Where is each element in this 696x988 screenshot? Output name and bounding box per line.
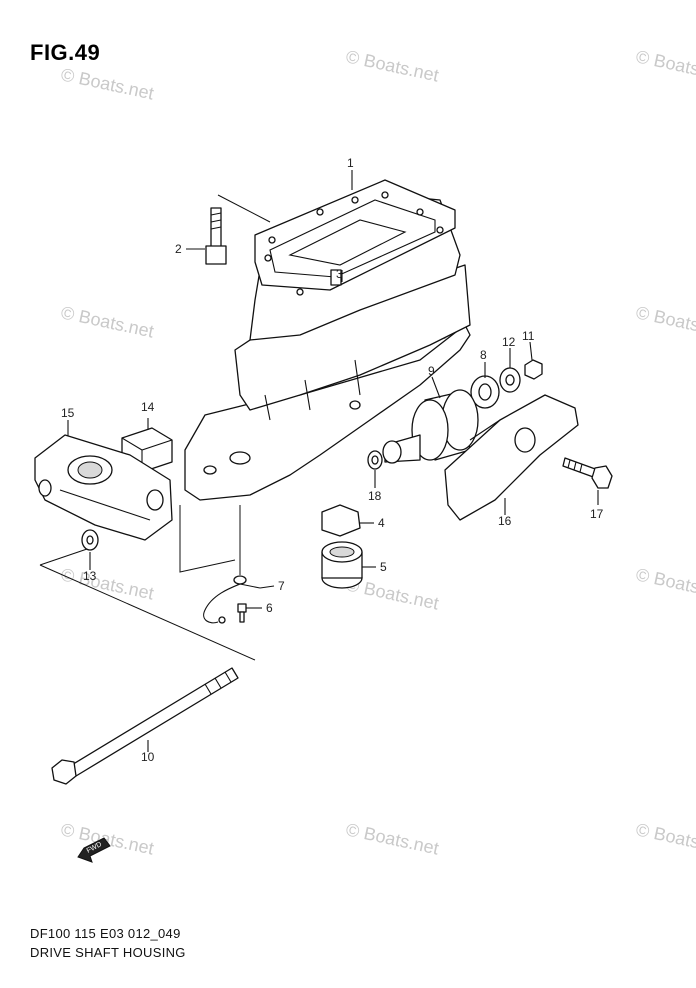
callout-17: 17 [590, 507, 604, 521]
leader-lines [67, 170, 599, 752]
callout-4: 4 [378, 516, 385, 530]
watermark-text: © Boats.net [59, 819, 155, 858]
mount-rubber-part-9 [382, 389, 479, 464]
watermark-text: © Boats.net [634, 819, 696, 858]
callout-13: 13 [83, 569, 97, 583]
callout-15: 15 [61, 406, 75, 420]
watermark-text: © Boats.net [344, 46, 440, 85]
washer-part-13 [81, 529, 99, 551]
dowel-pin-part-3 [330, 269, 342, 286]
callout-10: 10 [141, 750, 155, 764]
watermark-text: © Boats.net [634, 302, 696, 341]
watermark-text: © Boats.net [344, 819, 440, 858]
callout-6: 6 [266, 601, 273, 615]
watermark-text: © Boats.net [634, 46, 696, 85]
callout-16: 16 [498, 514, 512, 528]
callout-3: 3 [336, 267, 343, 281]
callout-8: 8 [480, 348, 487, 362]
gasket-part-4 [321, 504, 361, 537]
callout-9: 9 [428, 364, 435, 378]
callout-18: 18 [368, 489, 382, 503]
figure-caption: DRIVE SHAFT HOUSING [30, 945, 186, 960]
callout-11: 11 [522, 329, 535, 343]
callout-1: 1 [347, 156, 354, 170]
callout-2: 2 [175, 242, 182, 256]
bushing-part-5 [321, 541, 363, 589]
bolt-part-2 [205, 207, 227, 265]
long-bolt-part-10 [51, 667, 239, 785]
mount-bracket-part-15 [34, 434, 173, 541]
screw-part-6 [237, 603, 247, 623]
watermark-text: © Boats.net [634, 564, 696, 603]
model-code: DF100 115 E03 012_049 [30, 926, 181, 941]
washer-part-18 [367, 450, 383, 470]
washer-part-12 [499, 367, 521, 393]
watermark-text: © Boats.net [59, 64, 155, 103]
mount-cover-part-16 [444, 394, 579, 521]
assembly-guide-lines [39, 194, 271, 661]
clamp-part-7 [203, 575, 261, 624]
forward-arrow-icon: FWD [77, 837, 111, 863]
watermark-text: © Boats.net [59, 302, 155, 341]
drive-shaft-housing [184, 179, 471, 501]
callout-14: 14 [141, 400, 155, 414]
figure-title: FIG.49 [30, 40, 101, 65]
washer-part-8 [470, 375, 500, 409]
callout-5: 5 [380, 560, 387, 574]
nut-part-11 [524, 359, 543, 380]
callout-7: 7 [278, 579, 285, 593]
callout-12: 12 [502, 335, 516, 349]
bolt-part-17 [562, 457, 613, 489]
watermark-text: © Boats.net [59, 564, 155, 603]
callout-labels: 1 2 3 4 5 6 7 8 9 10 11 12 13 14 15 16 1… [61, 156, 604, 764]
